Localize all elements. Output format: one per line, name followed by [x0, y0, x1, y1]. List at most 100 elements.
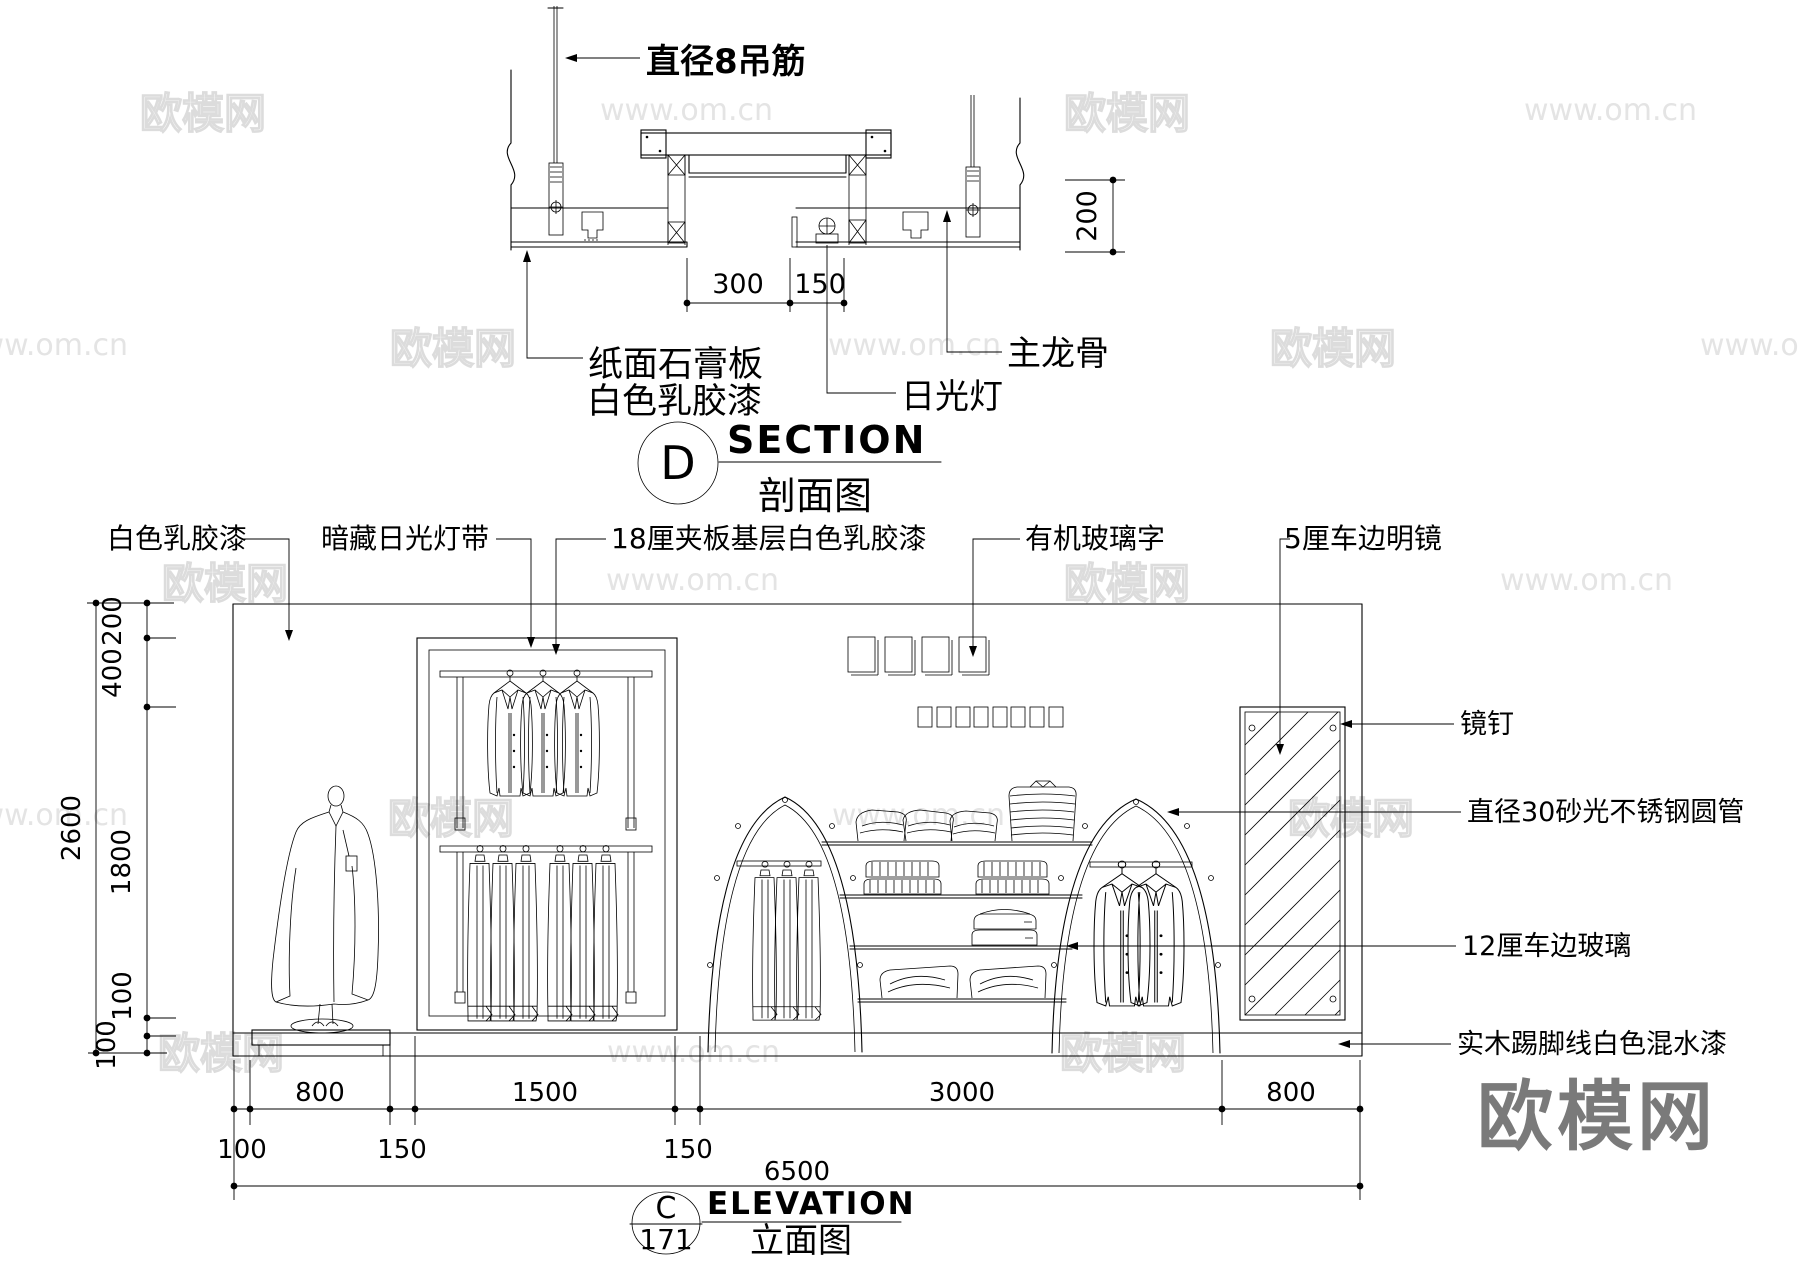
elevation-bubble-letter: C: [656, 1191, 677, 1226]
section-bubble-letter: D: [660, 436, 695, 490]
mannequin: [251, 785, 391, 1057]
watermark-brand: 欧模网: [1064, 89, 1190, 138]
hanging-jacket: [1127, 860, 1185, 1007]
dim-200: 200: [1072, 190, 1103, 242]
hanging-jacket: [520, 669, 566, 797]
hanging-pants: [467, 845, 493, 1022]
dim-6500: 6500: [764, 1157, 830, 1187]
section-dim-horizontal: 300 150: [683, 258, 848, 312]
arch-rail: [1089, 861, 1193, 868]
callout-steel-tube: 直径30砂光不锈钢圆管: [1467, 797, 1744, 828]
watermark-brand: 欧模网: [1060, 1029, 1186, 1078]
elevation-callouts-right: 镜钉 直径30砂光不锈钢圆管 12厘车边玻璃 实木踢脚线白色混水漆: [1066, 709, 1744, 1060]
watermark-url: www.om.cn: [832, 798, 1005, 833]
section-title-en: SECTION: [727, 418, 926, 462]
hanger-rod-left: [547, 6, 564, 236]
watermark-layer: 欧模网 www.om.cn 欧模网 www.om.cn www.om.cn 欧模…: [0, 88, 1800, 1078]
display-arch-left: [707, 796, 863, 1053]
watermark-brand: 欧模网: [390, 324, 516, 373]
hanging-pants: [490, 845, 516, 1022]
callout-fluorescent-lamp: 日光灯: [901, 377, 1003, 417]
watermark-brand: 欧模网: [158, 1029, 284, 1078]
mirror-nail: [1329, 995, 1337, 1003]
watermark-brand: 欧模网: [162, 559, 288, 608]
dim-150: 150: [794, 269, 846, 300]
dim-200: 200: [98, 596, 128, 646]
mirror-nail: [1248, 724, 1256, 732]
dim-100: 100: [217, 1135, 267, 1165]
watermark-url: www.om.cn: [828, 328, 1001, 363]
callout-beveled-glass: 12厘车边玻璃: [1462, 931, 1631, 962]
hanging-pants: [570, 845, 596, 1022]
watermark-url: www.om.cn: [606, 563, 779, 598]
dim-1500: 1500: [512, 1078, 578, 1108]
watermark-brand: 欧模网: [1270, 324, 1396, 373]
mirror-panel: [1239, 706, 1346, 1021]
mirror-nail: [1248, 995, 1256, 1003]
callout-hanger-rod: 直径8吊筋: [646, 42, 806, 82]
elevation-title-en: ELEVATION: [707, 1186, 916, 1222]
section-detail-drawing: 300 150 200 直径8吊筋 纸面石膏板 白色乳胶漆 日光灯 主龙骨: [506, 6, 1125, 518]
dim-100: 100: [92, 1020, 122, 1070]
section-bubble: [637, 421, 719, 505]
recess-frame: [640, 129, 892, 245]
wall-outline: [232, 603, 1363, 1057]
callout-gypsum-line2: 白色乳胶漆: [587, 382, 762, 422]
hanging-pants: [796, 861, 822, 1021]
dim-150: 150: [377, 1135, 427, 1165]
dim-1800: 1800: [107, 829, 137, 895]
watermark-url: www.om.cn: [600, 93, 773, 128]
arch-rail: [736, 860, 822, 867]
hanging-jacket: [1093, 860, 1151, 1007]
elevation-title-zh: 立面图: [750, 1221, 852, 1261]
section-title-block: D SECTION 剖面图: [637, 418, 942, 518]
dim-2600: 2600: [57, 795, 87, 861]
glass-shelves: [821, 841, 1093, 1003]
callout-plywood-base: 18厘夹板基层白色乳胶漆: [611, 522, 927, 555]
watermark-brand: 欧模网: [140, 89, 266, 138]
callout-white-latex: 白色乳胶漆: [107, 522, 247, 555]
elevation-callouts-top: 白色乳胶漆 暗藏日光灯带 18厘夹板基层白色乳胶漆 有机玻璃字 5厘车边明镜: [107, 522, 1442, 755]
elevation-dims-left: 2600 200 400 1800 100 100: [57, 596, 176, 1070]
acrylic-sign-squares: [847, 636, 990, 676]
watermark-url: www.om.cn: [1524, 93, 1697, 128]
watermark-url: www.om.cn: [607, 1035, 780, 1070]
elevation-title-block: C 171 ELEVATION 立面图: [629, 1186, 916, 1261]
lower-rail: [439, 845, 653, 853]
callout-gypsum-line1: 纸面石膏板: [588, 345, 763, 385]
callout-mirror-nail: 镜钉: [1460, 709, 1514, 740]
hanging-jacket: [554, 669, 600, 797]
upper-rail: [439, 670, 653, 678]
callout-acrylic-letters: 有机玻璃字: [1025, 522, 1165, 555]
watermark-brand: 欧模网: [1288, 794, 1414, 843]
watermark-url: www.om.cn: [0, 328, 128, 363]
hanging-pants: [774, 861, 800, 1021]
section-callouts: 直径8吊筋 纸面石膏板 白色乳胶漆 日光灯 主龙骨: [523, 42, 1109, 422]
dim-150: 150: [663, 1135, 713, 1165]
dim-800: 800: [1266, 1078, 1316, 1108]
ceiling-band-left: [510, 207, 688, 248]
dim-400: 400: [98, 648, 128, 698]
ceiling-band-right: [791, 207, 1021, 248]
hanging-jacket: [487, 669, 533, 797]
elevation-dims-bottom: 800 1500 3000 800 100 150 150 6500: [217, 1036, 1364, 1200]
slab-edge-left: [506, 69, 516, 251]
hanging-pants: [547, 845, 573, 1022]
watermark-url: www.om.cn: [1700, 328, 1800, 363]
lamp-baffle-board: [791, 216, 798, 248]
watermark-url: www.om.cn: [0, 798, 128, 833]
fluorescent-lamp: [815, 217, 839, 244]
display-arch-right: [1051, 798, 1221, 1054]
section-dim-vertical: 200: [1065, 176, 1125, 256]
dim-3000: 3000: [929, 1078, 995, 1108]
hanging-pants: [513, 845, 539, 1022]
slab-edge-right: [1015, 97, 1025, 251]
wardrobe-recess: [416, 637, 678, 1031]
acrylic-sign-small-squares: [917, 706, 1064, 728]
hanging-pants: [752, 861, 778, 1021]
dim-800: 800: [295, 1078, 345, 1108]
elevation-bubble: [631, 1191, 701, 1255]
watermark-url: www.om.cn: [1500, 563, 1673, 598]
